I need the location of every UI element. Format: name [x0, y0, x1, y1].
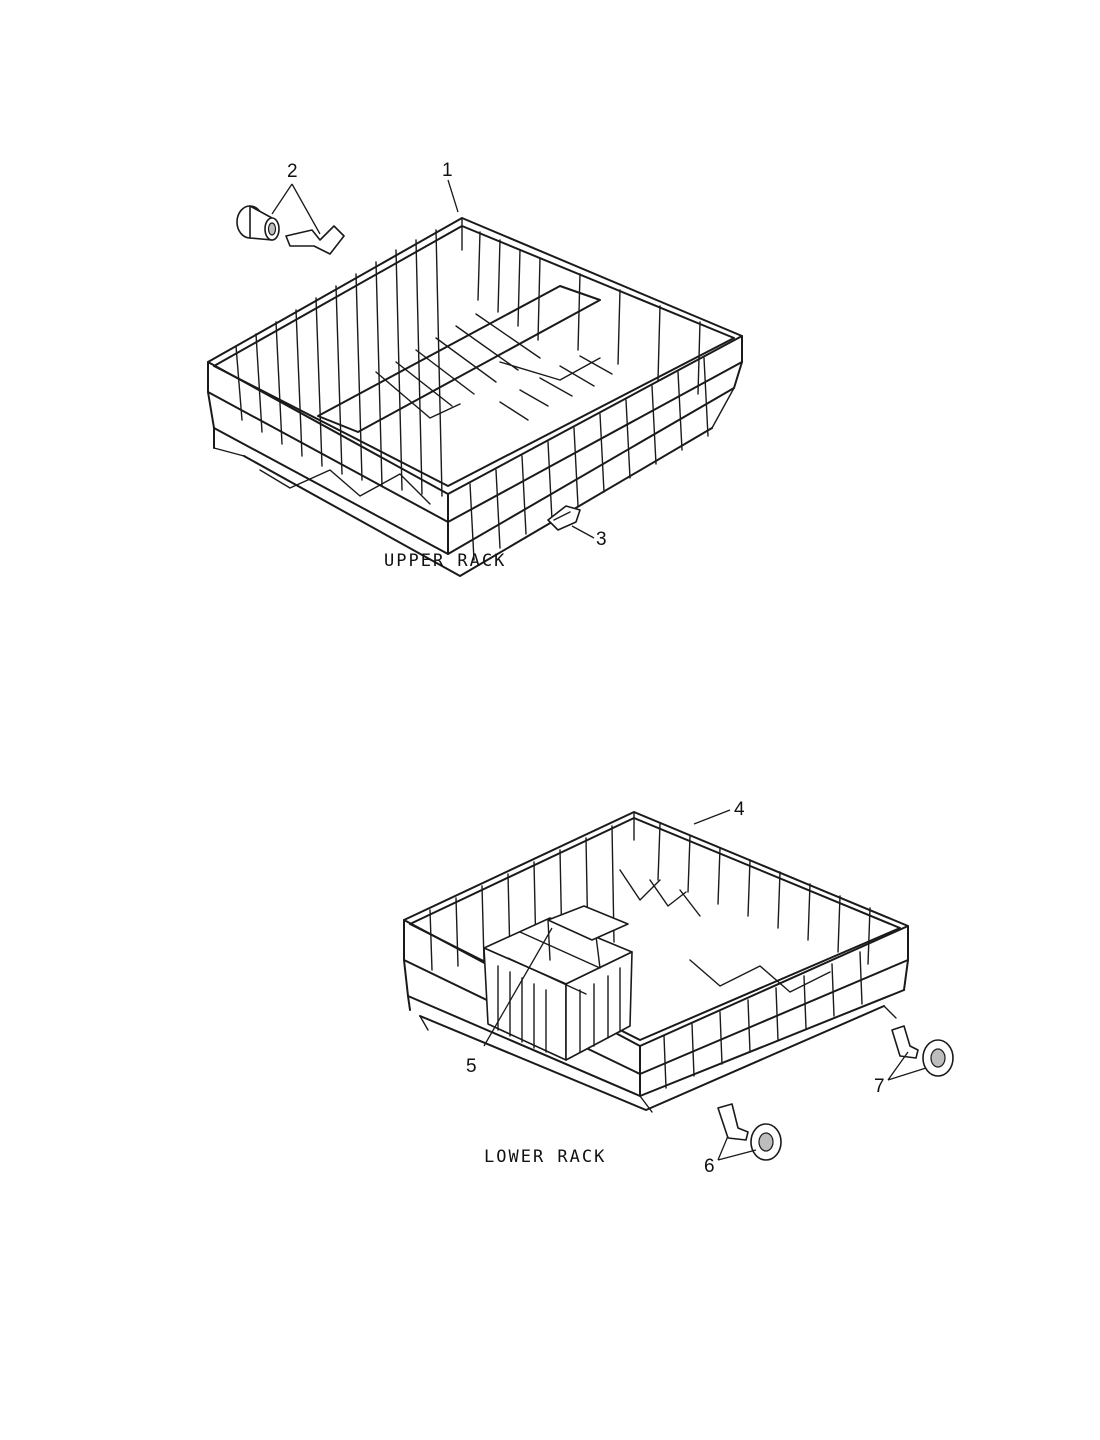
leader-4	[693, 809, 731, 825]
lower-rack-caption: LOWER RACK	[484, 1147, 606, 1167]
silverware-basket	[483, 905, 633, 1061]
callout-6: 6	[704, 1156, 715, 1177]
lower-rack	[403, 811, 909, 1113]
leader-7	[887, 1051, 927, 1081]
leader-3	[571, 525, 595, 539]
callout-2: 2	[287, 161, 298, 182]
upper-rack-caption: UPPER RACK	[384, 551, 506, 571]
lower-rack-wheel-6	[717, 1103, 782, 1161]
leader-5	[483, 927, 553, 1047]
callout-4: 4	[734, 799, 745, 820]
callout-5: 5	[466, 1056, 477, 1077]
leader-1	[447, 179, 459, 213]
upper-rack-clip-part	[285, 225, 345, 255]
callout-1: 1	[442, 160, 453, 181]
callout-7: 7	[874, 1076, 885, 1097]
upper-rack	[207, 217, 743, 577]
leader-2	[271, 183, 321, 235]
leader-6	[717, 1135, 757, 1161]
upper-rack-bumper-part	[547, 505, 581, 531]
lower-rack-wheel-7	[891, 1025, 954, 1077]
upper-rack-wheel-part	[236, 205, 280, 241]
callout-3: 3	[596, 529, 607, 550]
